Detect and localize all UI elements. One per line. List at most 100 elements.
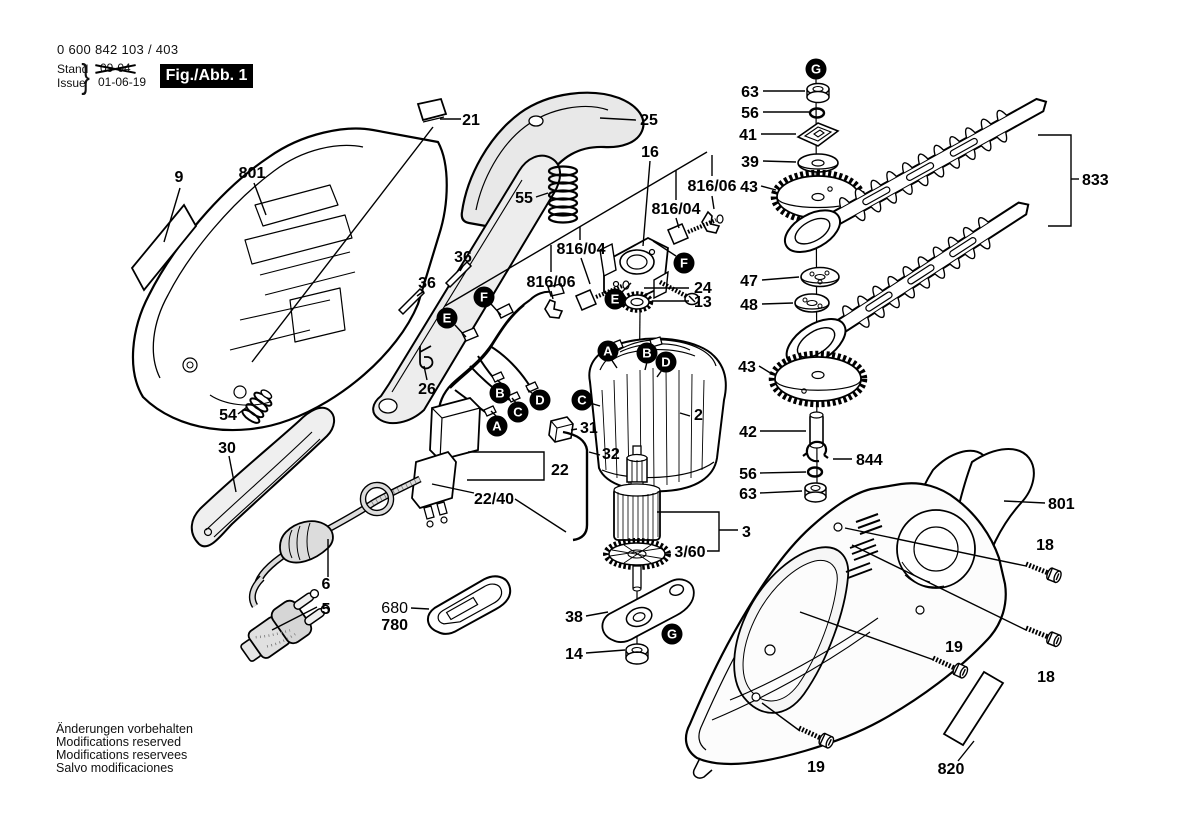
plate-41 <box>796 122 840 147</box>
spring-55 <box>547 165 579 224</box>
part-label-39: 39 <box>741 154 759 171</box>
part-label-31: 31 <box>580 420 598 437</box>
part-label-30: 30 <box>218 440 236 457</box>
superseded-date: 09-04 <box>95 61 136 75</box>
ring-56-top <box>808 107 826 119</box>
plate-21 <box>416 97 448 123</box>
svg-text:C: C <box>577 393 587 408</box>
front-handle <box>190 406 335 548</box>
part-label-5: 5 <box>322 601 331 618</box>
switch-assembly <box>599 236 669 308</box>
svg-text:B: B <box>642 346 651 361</box>
svg-text:A: A <box>603 344 613 359</box>
letter-marker-B-stator: B <box>636 342 658 364</box>
part-labels: 21 25 16 9 801 55 816/06 816/04 816/04 8… <box>175 84 1109 778</box>
part-label-25: 25 <box>640 112 658 129</box>
svg-text:A: A <box>492 419 502 434</box>
plate-38 <box>601 578 695 643</box>
disc-47 <box>800 266 840 288</box>
screw-24 <box>658 280 700 306</box>
part-label-48: 48 <box>740 297 758 314</box>
clip-26 <box>419 345 434 370</box>
part-label-3: 3 <box>742 524 751 541</box>
pin-36-upper <box>444 260 473 289</box>
letter-marker-A-wiring: A <box>486 415 508 437</box>
power-cord <box>248 475 422 608</box>
switch-block <box>411 450 457 528</box>
connector-31 <box>548 416 574 443</box>
left-housing <box>131 127 448 432</box>
part-label-41: 41 <box>739 127 757 144</box>
circlip-844 <box>802 440 829 463</box>
part-label-18-upper: 18 <box>1036 537 1054 554</box>
blade-upper <box>783 97 1048 253</box>
svg-text:E: E <box>611 292 620 307</box>
letter-marker-C-stator: C <box>571 389 593 411</box>
part-label-19-right: 19 <box>945 639 963 656</box>
part-label-56-bottom: 56 <box>739 466 757 483</box>
part-label-36-upper: 36 <box>454 249 472 266</box>
part-label-24: 24 <box>694 280 712 297</box>
pin-42 <box>809 411 824 449</box>
part-label-816-06-right: 816/06 <box>688 178 737 195</box>
part-label-3-60: 3/60 <box>674 544 705 561</box>
part-label-56-top: 56 <box>741 105 759 122</box>
svg-text:D: D <box>661 355 670 370</box>
bearing-14 <box>625 643 649 665</box>
svg-text:E: E <box>443 311 452 326</box>
part-label-780: 780 <box>381 617 408 634</box>
letter-marker-D-stator: D <box>655 351 677 373</box>
cap-63-top <box>806 82 830 104</box>
rod-32 <box>562 430 589 542</box>
svg-text:G: G <box>667 627 677 642</box>
letter-marker-A-stator: A <box>597 340 619 362</box>
part-label-820: 820 <box>938 761 965 778</box>
part-label-816-04-right: 816/04 <box>652 201 701 218</box>
part-label-844: 844 <box>856 452 883 469</box>
part-label-680: 680 <box>381 600 408 617</box>
figure-label: Fig./Abb. 1 <box>160 64 253 88</box>
svg-text:G: G <box>811 62 821 77</box>
part-label-22-40: 22/40 <box>474 491 514 508</box>
part-label-18-lower: 18 <box>1037 669 1055 686</box>
part-label-26: 26 <box>418 381 436 398</box>
brace-glyph: } <box>81 58 90 96</box>
issue-date: 01-06-19 <box>98 75 147 89</box>
issue-label: Issue <box>57 76 86 90</box>
part-label-801-right: 801 <box>1048 496 1075 513</box>
notice-es: Salvo modificaciones <box>56 761 174 775</box>
right-housing <box>684 482 1007 779</box>
part-label-13: 13 <box>694 294 712 311</box>
part-label-16: 16 <box>641 144 659 161</box>
screw-18-lower <box>1024 622 1063 647</box>
disc-48 <box>794 293 830 313</box>
cord-retainer <box>427 575 512 635</box>
screw-18-upper <box>1024 558 1063 583</box>
part-label-833: 833 <box>1082 172 1109 189</box>
letter-marker-F-wiring: F <box>473 286 495 308</box>
part-label-816-06-left: 816/06 <box>527 274 576 291</box>
part-label-6: 6 <box>322 576 331 593</box>
part-label-36-lower: 36 <box>418 275 436 292</box>
armature <box>603 445 671 592</box>
part-label-32: 32 <box>602 446 620 463</box>
leader-lines <box>163 90 1079 762</box>
cap-63-bottom <box>804 482 827 503</box>
letter-marker-G-bottom: G <box>661 623 683 645</box>
letter-marker-E-switch: E <box>604 288 626 310</box>
part-label-14: 14 <box>565 646 583 663</box>
part-label-55: 55 <box>515 190 533 207</box>
notice-de: Änderungen vorbehalten <box>56 722 193 736</box>
legal-notice: Änderungen vorbehalten Modifications res… <box>56 723 193 775</box>
notice-en: Modifications reserved <box>56 735 182 749</box>
part-number: 0 600 842 103 / 403 <box>57 42 179 57</box>
brush-set-right <box>667 210 724 245</box>
part-label-38: 38 <box>565 609 583 626</box>
part-label-42: 42 <box>739 424 757 441</box>
part-label-2: 2 <box>694 407 703 424</box>
wiring-harness <box>437 283 565 425</box>
part-label-63-top: 63 <box>741 84 759 101</box>
letter-marker-E-wiring: E <box>436 307 458 329</box>
ring-56-bottom <box>806 466 824 478</box>
